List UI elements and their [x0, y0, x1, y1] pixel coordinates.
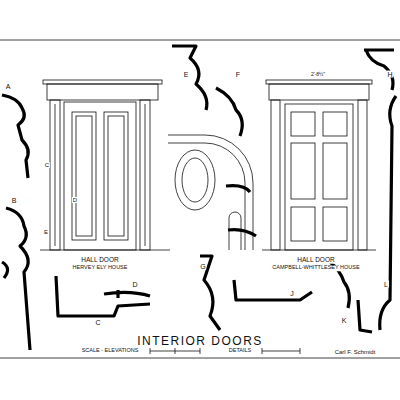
- callout-letter: C: [94, 319, 101, 326]
- callout-letter: E: [183, 71, 190, 78]
- door-elevation: [262, 80, 376, 250]
- callout-letter: G: [199, 263, 206, 270]
- callout-letter: K: [341, 317, 348, 324]
- signature: Carl F. Schmidt: [334, 349, 377, 355]
- callout-letter: B: [11, 197, 18, 204]
- border-line: [0, 358, 400, 359]
- callout-letter: L: [383, 281, 389, 288]
- scale-note: SCALE - ELEVATIONS: [81, 348, 140, 354]
- dimension: 2'-8½": [310, 72, 326, 77]
- door-elevation: [40, 80, 170, 250]
- callout-letter: A: [5, 83, 12, 90]
- scale-bar: [150, 348, 300, 354]
- callout-letter: H: [386, 71, 393, 78]
- house-name: HERVEY ELY HOUSE: [72, 265, 129, 271]
- door-title: HALL DOOR: [296, 257, 335, 264]
- border-line: [0, 40, 400, 41]
- door-title: HALL DOOR: [80, 257, 119, 264]
- scale-note: DETAILS: [228, 348, 253, 354]
- callout-letter: C: [44, 162, 50, 168]
- callout-letter: E: [43, 229, 49, 235]
- house-name: CAMPBELL-WHITTLESEY HOUSE: [271, 265, 360, 271]
- circular-detail: [168, 135, 253, 250]
- drawing-title: INTERIOR DOORS: [136, 335, 264, 347]
- callout-letter: D: [131, 281, 138, 288]
- callout-letter: D: [72, 197, 78, 203]
- moulding-profile: [2, 46, 396, 350]
- callout-letter: J: [289, 290, 295, 297]
- callout-letter: F: [235, 71, 241, 78]
